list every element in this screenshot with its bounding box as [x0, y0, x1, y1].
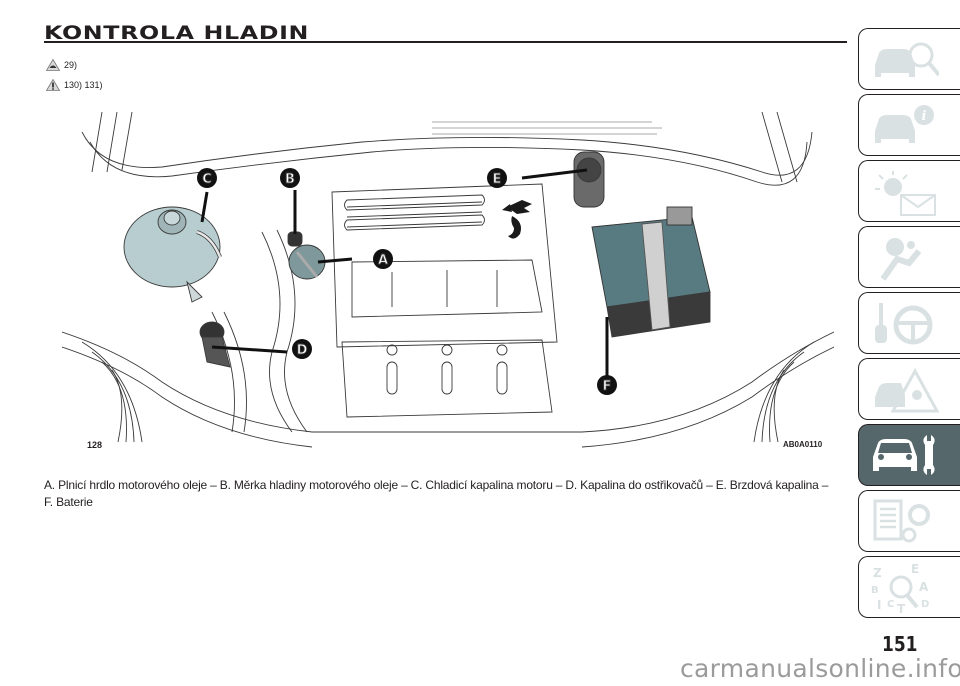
svg-text:Z: Z [873, 566, 882, 580]
front-crossmember [62, 331, 834, 448]
callout-E-label: E [493, 172, 502, 187]
abarth-scorpion-logo [502, 200, 532, 239]
figure-number: 128 [87, 440, 103, 450]
washer-fluid-reservoir [199, 321, 231, 368]
engine-cover [331, 183, 558, 348]
reference-environment-text: 29) [64, 60, 78, 70]
callout-C-label: C [202, 172, 212, 187]
page-title: KONTROLA HLADIN [44, 22, 310, 44]
firewall-outline [81, 112, 813, 186]
tab-instrument-panel[interactable]: i [858, 94, 960, 156]
callout-A: A [373, 249, 393, 269]
brake-fluid-reservoir [573, 151, 605, 208]
svg-text:C: C [887, 599, 894, 610]
svg-text:D: D [921, 599, 929, 610]
callout-B: B [280, 168, 300, 188]
watermark: carmanualsonline.info [680, 654, 960, 683]
callout-D-label: D [297, 343, 308, 358]
battery [591, 206, 711, 338]
car-wrench-icon [873, 435, 935, 475]
environment-warning-icon [46, 59, 60, 71]
tab-servicing-care[interactable] [858, 424, 960, 486]
warning-light-message-icon [875, 171, 936, 216]
figure-caption: A. Plnicí hrdlo motorového oleje – B. Mě… [44, 478, 829, 509]
reference-environment: 29) [46, 59, 77, 71]
coolant-reservoir [123, 206, 222, 303]
car-inspection-icon [875, 42, 939, 77]
cowl-vent [432, 121, 662, 135]
tab-getting-to-know-car[interactable] [858, 28, 960, 90]
title-rule [44, 41, 847, 43]
svg-text:B: B [871, 585, 879, 596]
tab-emergency[interactable] [858, 358, 960, 420]
reference-caution: 130) 131) [46, 79, 103, 91]
svg-text:T: T [897, 602, 906, 613]
svg-text:A: A [919, 580, 929, 594]
callout-A-label: A [378, 253, 388, 268]
callout-leaders [200, 168, 609, 377]
left-headlight [81, 341, 143, 443]
intake-manifold [341, 339, 553, 418]
tab-technical-data[interactable] [858, 490, 960, 552]
callout-D: D [292, 339, 312, 359]
svg-text:I: I [877, 598, 881, 612]
tab-warning-lights[interactable] [858, 160, 960, 222]
engine-compartment-illustration: A B C D E F [62, 112, 834, 448]
svg-text:E: E [911, 563, 919, 576]
car-info-icon: i [875, 105, 934, 143]
technical-data-icon [873, 499, 930, 543]
airbag-seatbelt-icon [880, 238, 922, 281]
emergency-triangle-icon [875, 367, 939, 413]
right-headlight [753, 341, 815, 443]
callout-B-label: B [285, 172, 295, 187]
tab-safety[interactable] [858, 226, 960, 288]
caution-warning-icon [46, 79, 60, 91]
page-number: 151 [882, 632, 918, 656]
callout-F-label: F [603, 379, 612, 394]
svg-text:i: i [922, 109, 927, 124]
tab-starting-driving[interactable] [858, 292, 960, 354]
callout-C: C [197, 168, 217, 188]
key-steering-wheel-icon [875, 303, 933, 345]
callout-E: E [487, 168, 507, 188]
reference-caution-text: 130) 131) [64, 80, 103, 90]
callout-F: F [597, 375, 617, 395]
oil-filler-cap [288, 244, 326, 280]
figure-code: AB0A0110 [783, 440, 823, 449]
dipstick-handle [287, 231, 303, 247]
